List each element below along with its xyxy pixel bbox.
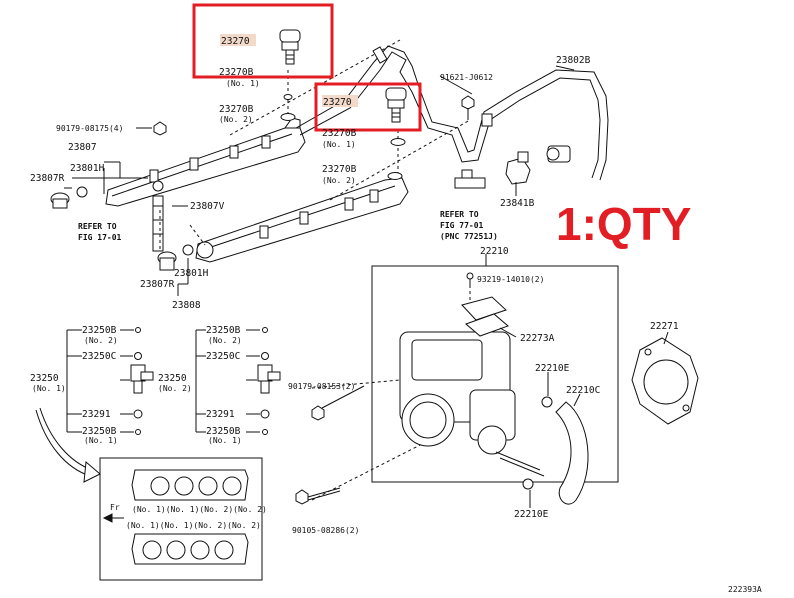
fuel-rail-spacer <box>152 195 164 252</box>
label-23270b-3-note: (No. 1) <box>322 140 356 149</box>
label-90179-08175[interactable]: 90179-08175(4) <box>56 124 123 133</box>
label-left-23250-note: (No. 1) <box>32 384 66 393</box>
label-left-23250c[interactable]: 23250C <box>82 351 116 362</box>
label-right-23291[interactable]: 23291 <box>206 409 235 420</box>
highlight-box-mid <box>314 82 422 132</box>
label-right-23250b-1[interactable]: 23250B <box>206 325 241 336</box>
injector-position-box <box>99 457 263 581</box>
front-arrow <box>102 513 124 523</box>
label-left-23250b-2-note: (No. 1) <box>84 436 118 445</box>
label-91621-j0612[interactable]: 91621-J0612 <box>440 73 493 82</box>
label-23841b[interactable]: 23841B <box>500 198 535 209</box>
hose-clamp-b <box>522 478 534 490</box>
pulsation-damper-mid <box>385 87 407 123</box>
label-right-23250b-2[interactable]: 23250B <box>206 426 241 437</box>
label-23270b-4-note: (No. 2) <box>322 176 356 185</box>
label-23270b-1[interactable]: 23270B <box>219 67 254 78</box>
refer-77-01-line3: (PNC 77251J) <box>440 232 498 241</box>
connector-23841b <box>505 151 531 185</box>
label-23807r-a[interactable]: 23807R <box>30 173 65 184</box>
position-row-2: (No. 1)(No. 1)(No. 2)(No. 2) <box>126 521 261 530</box>
label-23270-mid[interactable]: 23270 <box>323 97 352 108</box>
fuel-rail-upper <box>105 117 306 207</box>
water-hose <box>555 401 589 505</box>
label-23270b-4[interactable]: 23270B <box>322 164 357 175</box>
throttle-gasket <box>461 296 509 337</box>
refer-77-01-line2[interactable]: FIG 77-01 <box>440 221 484 230</box>
hose-clamp-a <box>541 396 553 408</box>
front-label: Fr <box>110 503 120 512</box>
label-22273a[interactable]: 22273A <box>520 333 555 344</box>
label-23807r-b[interactable]: 23807R <box>140 279 175 290</box>
label-23270b-2[interactable]: 23270B <box>219 104 254 115</box>
refer-17-01-line2[interactable]: FIG 17-01 <box>78 233 122 242</box>
label-left-23250b-1-note: (No. 2) <box>84 336 118 345</box>
label-22210e-a[interactable]: 22210E <box>535 363 570 374</box>
label-23270b-1-note: (No. 1) <box>226 79 260 88</box>
label-right-23250b-1-note: (No. 2) <box>208 336 242 345</box>
label-23801h-a[interactable]: 23801H <box>70 163 105 174</box>
label-90179-08153[interactable]: 90179-08153(2) <box>288 382 355 391</box>
gasket-22271 <box>631 337 699 425</box>
hose-fitting <box>454 169 486 189</box>
label-right-23250b-2-note: (No. 1) <box>208 436 242 445</box>
label-right-23250-note: (No. 2) <box>158 384 192 393</box>
pulsation-damper-top <box>279 29 301 65</box>
highlight-box-top <box>192 3 334 79</box>
bolt-91621 <box>461 95 475 120</box>
head-gasket-bottom <box>131 533 249 565</box>
label-23802b[interactable]: 23802B <box>556 55 591 66</box>
injector-left <box>66 327 154 435</box>
label-right-23250c[interactable]: 23250C <box>206 351 240 362</box>
throttle-body-frame <box>371 265 619 483</box>
hose-end <box>546 145 571 163</box>
label-right-23250[interactable]: 23250 <box>158 373 187 384</box>
refer-77-01-line1: REFER TO <box>440 210 479 219</box>
position-row-1: (No. 1)(No. 1)(No. 2)(No. 2) <box>132 505 267 514</box>
label-23808[interactable]: 23808 <box>172 300 201 311</box>
label-23270b-2-note: (No. 2) <box>219 115 253 124</box>
label-93219-14010[interactable]: 93219-14010(2) <box>477 275 544 284</box>
label-left-23291[interactable]: 23291 <box>82 409 111 420</box>
label-22210e-b[interactable]: 22210E <box>514 509 549 520</box>
label-23270b-3[interactable]: 23270B <box>322 128 357 139</box>
label-90105-08286[interactable]: 90105-08286(2) <box>292 526 359 535</box>
label-left-23250[interactable]: 23250 <box>30 373 59 384</box>
fuel-pipe <box>295 45 609 181</box>
label-23807[interactable]: 23807 <box>68 142 97 153</box>
label-23270-top[interactable]: 23270 <box>221 36 250 47</box>
label-22271[interactable]: 22271 <box>650 321 679 332</box>
label-23801h-b[interactable]: 23801H <box>174 268 209 279</box>
diagram-id: 222393A <box>728 585 762 594</box>
refer-17-01-line1: REFER TO <box>78 222 117 231</box>
label-23807v[interactable]: 23807V <box>190 201 225 212</box>
injector-right <box>195 327 281 435</box>
label-22210[interactable]: 22210 <box>480 246 509 257</box>
label-left-23250b-1[interactable]: 23250B <box>82 325 117 336</box>
label-22210c[interactable]: 22210C <box>566 385 600 396</box>
fuel-rail-lower <box>195 177 409 263</box>
head-gasket-top <box>131 469 249 501</box>
rail-plug-a <box>50 186 88 209</box>
label-left-23250b-2[interactable]: 23250B <box>82 426 117 437</box>
throttle-body <box>399 331 545 477</box>
qty-annotation: 1:QTY <box>556 198 691 250</box>
rail-plug-b <box>157 244 194 271</box>
